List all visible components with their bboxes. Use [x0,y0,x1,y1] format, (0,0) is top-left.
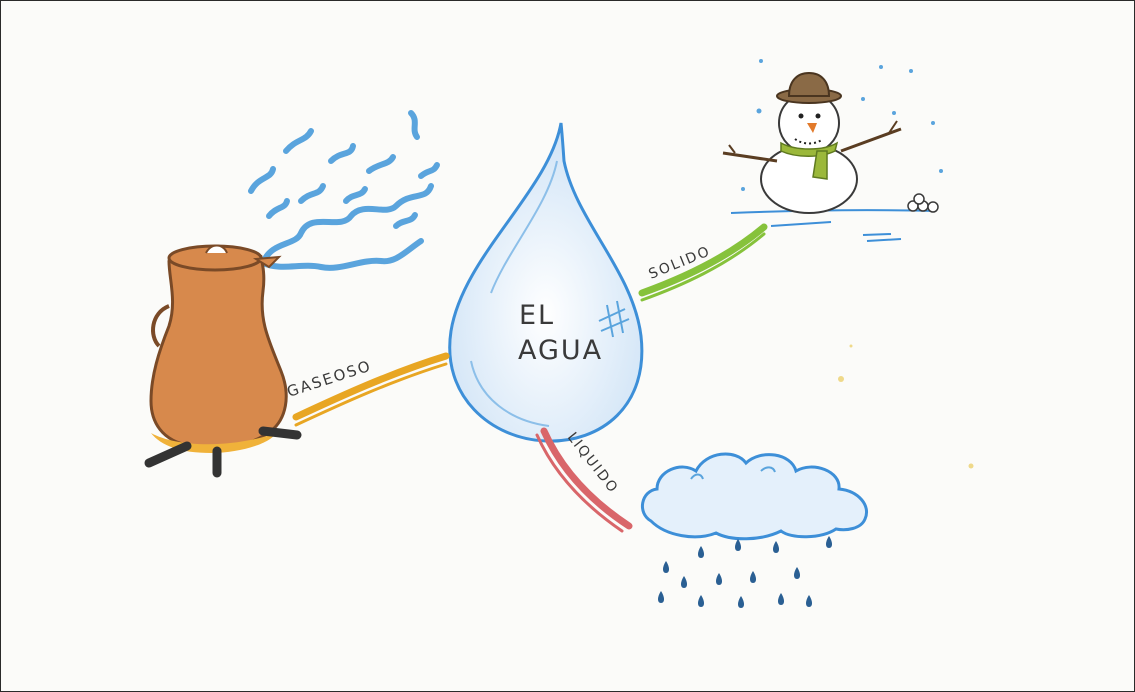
water-drop: EL AGUA [450,123,642,441]
paper-specks [838,345,974,469]
steaming-jug-illustration [149,113,437,473]
snowballs [908,194,938,212]
branch-label-gaseoso: GASEOSO [285,356,374,400]
steam-cloud [251,113,437,268]
snowman-hat [777,73,841,103]
branch-solido: SOLIDO [642,227,764,300]
snowman-illustration [723,59,943,241]
branch-gaseoso: GASEOSO [285,356,446,425]
branch-liquido: LIQUIDO [537,430,629,531]
center-label-line2: AGUA [518,335,603,366]
jug [149,246,297,474]
rain-cloud-illustration [642,454,866,608]
center-label-line1: EL [519,300,555,331]
raindrops [658,536,832,608]
